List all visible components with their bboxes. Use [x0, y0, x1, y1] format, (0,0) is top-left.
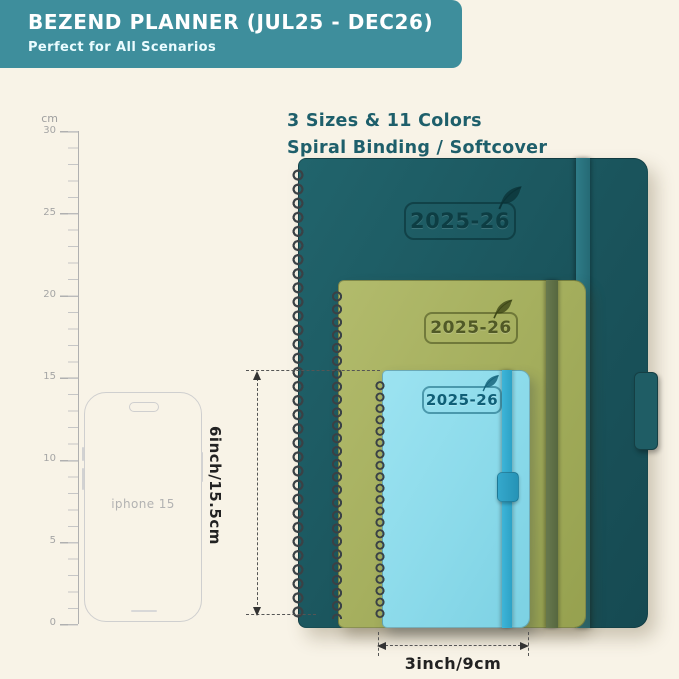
notebook-medium-elastic-band	[546, 280, 558, 628]
phone-camera-island	[129, 402, 159, 412]
phone-side-button	[201, 452, 203, 482]
tagline-line1: 3 Sizes & 11 Colors	[287, 111, 482, 131]
tagline-line2: Spiral Binding / Softcover	[287, 138, 548, 158]
width-dimension-label: 3inch/9cm	[404, 654, 502, 673]
ruler-tick-label: 15	[43, 371, 56, 382]
ruler-tick-label: 20	[43, 289, 56, 300]
ruler-tick-label: 10	[43, 453, 56, 464]
spiral-binding-large	[284, 168, 312, 619]
phone-bottom-port	[131, 610, 157, 612]
spiral-binding-medium	[324, 290, 350, 619]
ruler-axis-line	[78, 131, 79, 624]
phone-side-button	[82, 447, 84, 461]
notebook-large-pen-loop	[634, 372, 658, 450]
width-dimension-line	[385, 645, 521, 646]
arrow-left-icon	[377, 641, 386, 650]
banner-title: BEZEND PLANNER (JUL25 - DEC26)	[28, 10, 434, 34]
quill-icon	[488, 296, 516, 324]
ruler-tick-label: 0	[49, 617, 56, 628]
height-dimension-label: 6inch/15.5cm	[206, 426, 224, 545]
notebook-large-year-emboss: 2025-26	[404, 202, 516, 240]
notebook-small-year-emboss: 2025-26	[422, 386, 502, 414]
notebook-medium-year-emboss: 2025-26	[424, 312, 518, 344]
notebook-small-band-slider	[497, 472, 519, 502]
arrow-up-icon	[253, 371, 261, 380]
quill-icon	[478, 372, 502, 396]
phone-side-button	[82, 468, 84, 490]
phone-label: iphone 15	[111, 497, 175, 511]
ruler-minor-ticks	[68, 131, 78, 626]
height-dimension-line	[257, 378, 258, 610]
header-banner: BEZEND PLANNER (JUL25 - DEC26) Perfect f…	[0, 0, 462, 68]
spiral-binding-small	[368, 380, 392, 620]
dimension-guide-top	[246, 370, 380, 371]
ruler-tick-label: 5	[49, 535, 56, 546]
tagline: 3 Sizes & 11 Colors Spiral Binding / Sof…	[287, 108, 547, 162]
ruler-tick-label: 25	[43, 207, 56, 218]
quill-icon	[492, 182, 526, 216]
phone-outline	[84, 392, 202, 622]
banner-subtitle: Perfect for All Scenarios	[28, 40, 217, 55]
arrow-right-icon	[520, 641, 529, 650]
ruler-tick-label: 30	[43, 125, 56, 136]
ruler-unit-label: cm	[41, 112, 58, 125]
arrow-down-icon	[253, 607, 261, 616]
dimension-guide-bottom	[246, 614, 316, 615]
